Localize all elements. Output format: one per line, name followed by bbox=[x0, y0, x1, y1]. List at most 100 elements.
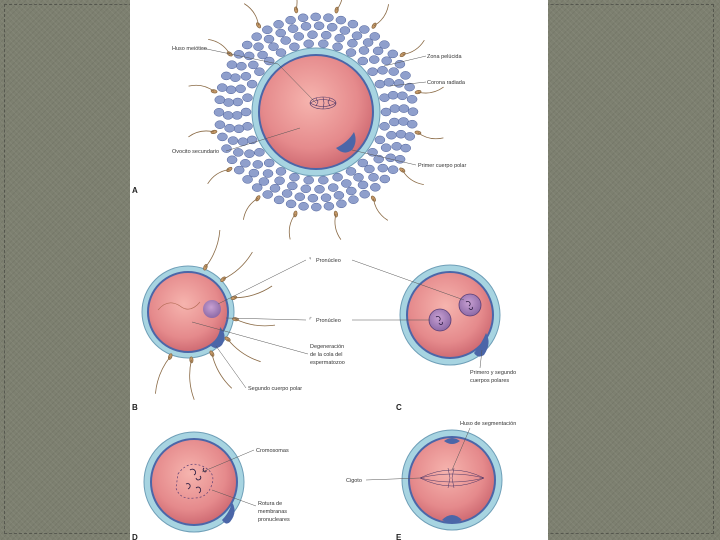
corona-cell bbox=[254, 43, 264, 51]
corona-cell bbox=[327, 23, 337, 31]
panel-a-egg bbox=[188, 0, 443, 240]
corona-cell bbox=[286, 16, 296, 24]
corona-cell bbox=[358, 181, 368, 189]
corona-cell bbox=[308, 194, 318, 202]
corona-cell bbox=[214, 108, 224, 116]
label-rotura-3: pronucleares bbox=[258, 517, 290, 523]
sperm-tail bbox=[337, 0, 343, 10]
corona-cell bbox=[311, 203, 321, 211]
corona-cell bbox=[407, 120, 417, 128]
corona-cell bbox=[275, 177, 285, 185]
sperm-tail bbox=[402, 170, 424, 185]
corona-cell bbox=[381, 144, 391, 152]
corona-cell bbox=[289, 173, 299, 181]
corona-cell bbox=[392, 142, 402, 150]
oocyte-cytoplasm-a bbox=[259, 55, 373, 169]
corona-cell bbox=[311, 13, 321, 21]
label-pronucleo-masculino: Pronúcleo bbox=[316, 318, 341, 324]
sperm-head bbox=[334, 211, 338, 218]
corona-cell bbox=[287, 182, 297, 190]
corona-cell bbox=[364, 165, 374, 173]
panel-label-d: D bbox=[132, 533, 138, 540]
corona-cell bbox=[375, 136, 385, 144]
corona-cell bbox=[401, 71, 411, 79]
label-huso-segmentacion: Huso de segmentación bbox=[460, 421, 516, 427]
corona-cell bbox=[401, 144, 411, 152]
corona-cell bbox=[289, 43, 299, 51]
corona-cell bbox=[384, 78, 394, 86]
zygote-cytoplasm-d bbox=[151, 439, 237, 525]
label-cuerpos-polares-2: cuerpos polares bbox=[470, 378, 509, 384]
corona-cell bbox=[295, 193, 305, 201]
sperm-head bbox=[226, 166, 233, 172]
corona-cell bbox=[288, 25, 298, 33]
corona-cell bbox=[248, 61, 258, 69]
corona-cell bbox=[315, 185, 325, 193]
corona-cell bbox=[369, 173, 379, 181]
corona-cell bbox=[234, 125, 244, 133]
corona-cell bbox=[276, 29, 286, 37]
sperm-tail bbox=[374, 4, 389, 26]
label-cromosomas: Cromosomas bbox=[256, 448, 289, 454]
label-cuerpos-polares-1: Primero y segundo bbox=[470, 370, 516, 376]
corona-cell bbox=[269, 43, 279, 51]
panel-b-egg bbox=[142, 230, 275, 400]
corona-cell bbox=[378, 164, 388, 172]
corona-cell bbox=[336, 16, 346, 24]
corona-cell bbox=[240, 159, 250, 167]
corona-cell bbox=[241, 72, 251, 80]
sperm-tail bbox=[235, 319, 275, 326]
corona-cell bbox=[243, 175, 253, 183]
label-degeneracion-2: de la cola del bbox=[310, 352, 342, 358]
corona-cell bbox=[358, 57, 368, 65]
sperm-tail bbox=[188, 131, 214, 137]
corona-cell bbox=[223, 111, 233, 119]
label-primer-cuerpo-polar: Primer cuerpo polar bbox=[418, 163, 466, 169]
corona-cell bbox=[254, 68, 264, 76]
corona-cell bbox=[233, 148, 243, 156]
corona-cell bbox=[340, 27, 350, 35]
sperm-tail bbox=[373, 199, 387, 221]
corona-cell bbox=[386, 131, 396, 139]
corona-cell bbox=[359, 26, 369, 34]
sperm-head bbox=[371, 22, 377, 29]
corona-cell bbox=[389, 68, 399, 76]
corona-cell bbox=[382, 57, 392, 65]
corona-cell bbox=[394, 79, 404, 87]
label-huso-meiotico: Huso meiótico bbox=[172, 46, 207, 52]
corona-cell bbox=[282, 190, 292, 198]
label-pronucleo-femenino: Pronúcleo bbox=[316, 258, 341, 264]
corona-cell bbox=[225, 124, 235, 132]
corona-cell bbox=[281, 37, 291, 45]
corona-cell bbox=[359, 47, 369, 55]
corona-cell bbox=[388, 91, 398, 99]
corona-cell bbox=[243, 94, 253, 102]
corona-cell bbox=[348, 20, 358, 28]
corona-cell bbox=[298, 14, 308, 22]
female-pronucleus-b bbox=[203, 300, 221, 318]
corona-cell bbox=[247, 80, 257, 88]
sperm-tail bbox=[155, 357, 170, 394]
corona-cell bbox=[386, 154, 396, 162]
corona-cell bbox=[333, 43, 343, 51]
corona-cell bbox=[244, 150, 254, 158]
corona-cell bbox=[346, 49, 356, 57]
corona-cell bbox=[324, 202, 334, 210]
corona-cell bbox=[381, 108, 391, 116]
label-corona-radiada: Corona radiada bbox=[427, 80, 466, 86]
corona-cell bbox=[405, 132, 415, 140]
corona-cell bbox=[241, 108, 251, 116]
corona-cell bbox=[286, 200, 296, 208]
label-degeneracion-1: Degeneración bbox=[310, 344, 344, 350]
corona-cell bbox=[369, 56, 379, 64]
corona-cell bbox=[378, 66, 388, 74]
corona-cell bbox=[264, 35, 274, 43]
corona-cell bbox=[253, 160, 263, 168]
corona-cell bbox=[354, 173, 364, 181]
sperm-tail bbox=[289, 214, 295, 239]
corona-cell bbox=[252, 184, 262, 192]
sperm-tail bbox=[205, 230, 219, 267]
corona-cell bbox=[227, 61, 237, 69]
corona-cell bbox=[217, 84, 227, 92]
corona-cell bbox=[346, 167, 356, 175]
